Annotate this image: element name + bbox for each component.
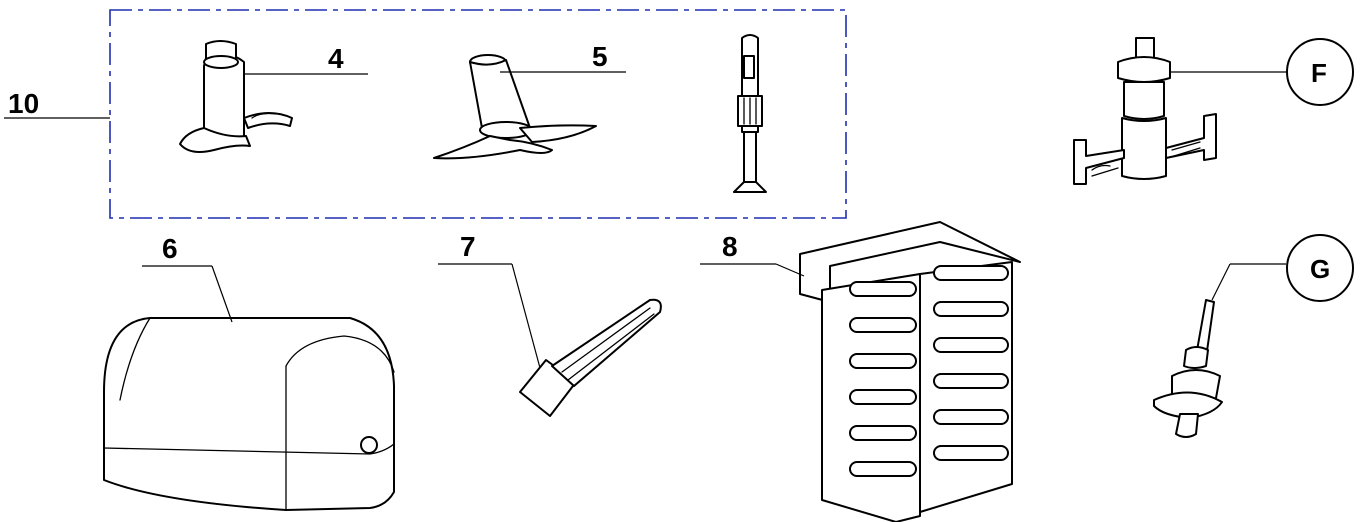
group-10-frame: 10 — [4, 9, 847, 219]
label-6: 6 — [162, 233, 178, 264]
part-F-attachment: F — [1073, 37, 1354, 185]
part-G-shaft: G — [1153, 234, 1354, 438]
label-10: 10 — [8, 88, 39, 119]
label-4: 4 — [328, 43, 344, 74]
label-5: 5 — [592, 41, 608, 72]
label-G: G — [1310, 254, 1330, 284]
part-8-rack: 8 — [700, 221, 1021, 522]
label-F: F — [1311, 58, 1327, 88]
label-8: 8 — [722, 231, 738, 262]
group-10-shaft — [733, 34, 767, 193]
rack-slots-left — [849, 281, 917, 477]
label-7: 7 — [460, 231, 476, 262]
part-4-small-blade: 4 — [179, 40, 368, 153]
part-6-cover: 6 — [103, 233, 395, 511]
part-7-spatula: 7 — [438, 231, 662, 417]
part-5-large-blade: 5 — [433, 41, 626, 160]
rack-slots-right — [933, 265, 1009, 461]
